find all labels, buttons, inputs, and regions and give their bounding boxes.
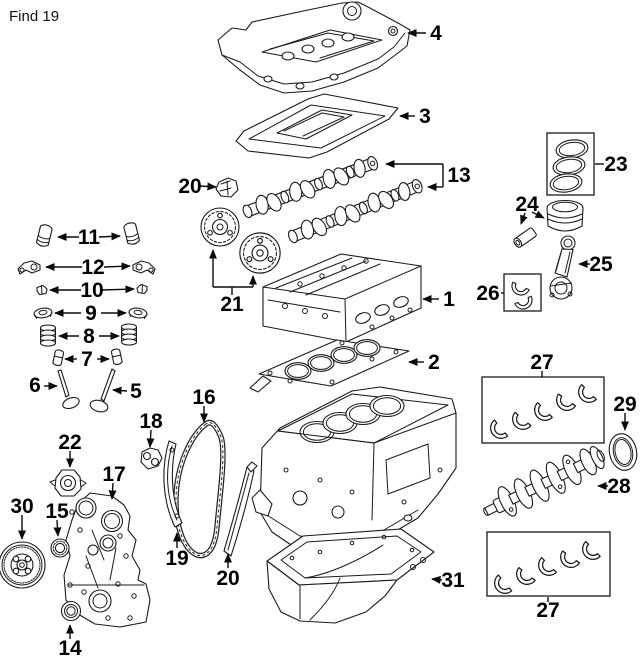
callout-23-number: 23 [604,153,627,176]
callout-5-number: 5 [130,380,142,403]
callout-7: 7 [64,348,110,371]
callout-22-number: 22 [58,431,81,454]
callout-10: 10 [49,279,135,302]
callout-8: 8 [58,325,120,348]
part-5-exhaust-valve [89,368,116,413]
callout-11: 11 [57,226,121,249]
part-25-connecting-rod [549,235,576,300]
callout-3: 3 [399,105,431,128]
part-18-chain-tensioner [140,447,163,470]
part-15-seal-ring [50,538,70,558]
part-29-rear-main-seal [608,433,638,471]
part-1-cylinder-head [262,253,422,343]
callout-30-number: 30 [10,495,33,518]
callout-24: 24 [515,193,545,225]
callout-15-number: 15 [45,500,69,523]
callout-20-top-number: 20 [178,175,201,198]
engine-block [251,386,457,554]
callout-23: 23 [595,153,628,176]
callout-29: 29 [613,393,637,431]
callout-28: 28 [597,475,631,498]
callout-22: 22 [58,431,82,468]
callout-7-number: 7 [81,348,93,371]
callout-19-number: 19 [165,547,188,570]
callout-6-number: 6 [29,374,41,397]
callout-21-number: 21 [220,293,244,316]
callout-30: 30 [10,495,34,540]
part-20-chain-guide [223,461,258,557]
callout-4: 4 [407,22,442,45]
callout-14-number: 14 [58,637,82,658]
callout-15: 15 [45,500,69,537]
part-16-timing-chain [173,419,226,559]
part-23-piston-rings [546,132,595,196]
callout-29-number: 29 [613,393,636,416]
callout-18-number: 18 [139,410,163,433]
callout-2: 2 [408,351,440,374]
callout-26-number: 26 [476,282,499,305]
callout-17: 17 [102,463,126,500]
callout-20-bottom: 20 [216,553,240,590]
part-2-head-gasket [249,339,410,393]
callout-13: 13 [385,160,471,191]
part-19-chain-guide [163,440,183,528]
part-22-pump [49,469,87,497]
callout-21: 21 [209,249,257,316]
callout-2-number: 2 [428,351,440,374]
part-17-front-cover [63,492,151,628]
part-3-valve-cover-gasket [235,93,399,159]
part-24-piston-and-pin [513,199,584,248]
callout-1: 1 [422,288,455,311]
callout-25: 25 [578,253,613,276]
callout-19: 19 [165,532,189,570]
callout-27-upper-number: 27 [530,351,553,374]
part-26-rod-bearings [503,273,542,313]
callout-27-upper: 27 [530,351,554,377]
callout-20-top: 20 [178,175,217,198]
part-20-cam-bracket [215,177,239,198]
callout-4-number: 4 [430,22,442,45]
callout-28-number: 28 [607,475,631,498]
piston-pin [513,227,537,248]
callout-11-number: 11 [78,226,101,249]
callout-13-number: 13 [447,164,470,187]
callout-16: 16 [192,386,216,423]
part-27-main-bearings-upper [481,376,605,444]
callout-27-lower: 27 [536,597,560,622]
callout-14: 14 [58,624,82,658]
callout-10-number: 10 [80,279,103,302]
callout-24-number: 24 [515,193,539,216]
callout-12: 12 [45,256,131,279]
callout-27-lower-number: 27 [536,599,559,622]
part-30-crank-pulley [0,541,46,589]
oil-cap-icon [342,1,362,21]
part-28-crankshaft [483,446,605,517]
callout-6: 6 [29,374,58,397]
callout-18: 18 [139,410,163,448]
callout-8-number: 8 [83,325,95,348]
callout-9: 9 [54,302,127,325]
callout-1-number: 1 [443,288,455,311]
callout-12-number: 12 [81,256,104,279]
callout-5: 5 [112,380,142,403]
part-14-front-crank-seal [60,600,82,622]
find-instruction: Find 19 [9,8,60,25]
callout-9-number: 9 [85,302,97,325]
part-6-intake-valve [57,369,80,410]
part-4-valve-cover [217,1,411,94]
callout-17-number: 17 [102,463,125,486]
callout-16-number: 16 [192,386,215,409]
callout-25-number: 25 [589,253,613,276]
part-31-oil-pan [266,528,435,624]
callout-26: 26 [476,282,504,305]
callout-20-bottom-number: 20 [216,567,239,590]
callout-31: 31 [431,569,465,592]
callout-31-number: 31 [441,569,465,592]
part-27-main-bearings-lower [486,531,611,599]
callout-3-number: 3 [419,105,431,128]
